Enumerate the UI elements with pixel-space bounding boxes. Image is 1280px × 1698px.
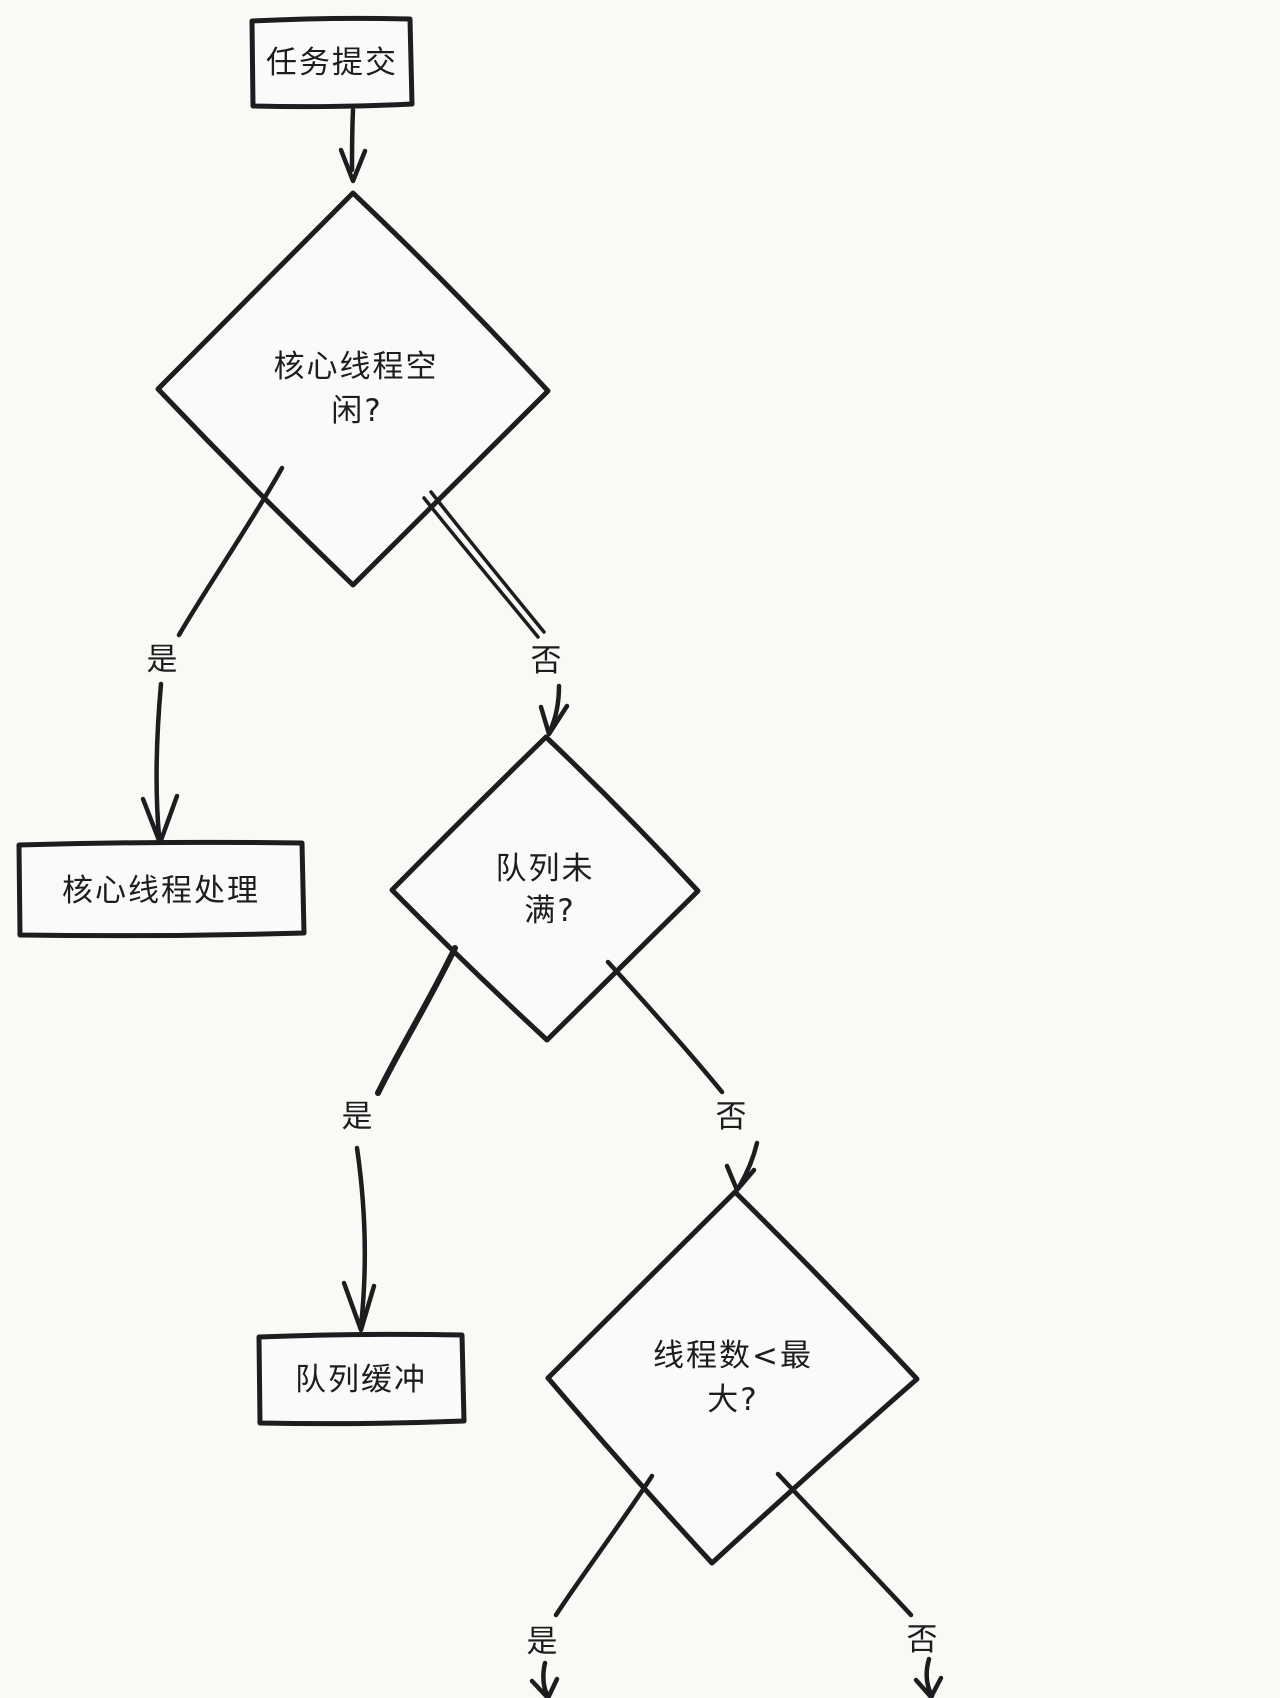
edge-d2-no-label: 否 (716, 1099, 749, 1135)
decision-threads-lt-max-shape (545, 1189, 920, 1566)
decision-queue-not-full-label-line2: 满? (524, 893, 575, 929)
edge-d3-no (775, 1471, 914, 1618)
arrowhead-d2-no (724, 1163, 757, 1193)
edge-d2-yes (375, 945, 458, 1096)
queue-buffer-box (256, 1331, 467, 1427)
decision-queue-not-full-label-line1: 队列未 (496, 851, 595, 887)
core-handle-label: 核心线程处理 (62, 873, 260, 909)
decision-core-idle-label-line1: 核心线程空 (274, 349, 439, 385)
edge-d2-yes-label: 是 (342, 1099, 375, 1135)
arrowhead-start-to-d1 (338, 147, 368, 184)
core-handle-box (16, 839, 307, 939)
edge-d3-yes-label: 是 (527, 1624, 560, 1660)
edge-d1-yes (176, 465, 285, 638)
decision-threads-lt-max-label-line2: 大? (707, 1382, 758, 1418)
edge-d1-no (422, 496, 540, 639)
edge-d1-yes-arrow (154, 681, 164, 839)
edge-d1-yes-label: 是 (147, 642, 180, 678)
edge-d3-no-label: 否 (907, 1622, 940, 1658)
edge-d3-yes (553, 1473, 655, 1618)
decision-core-idle-shape (155, 190, 551, 588)
edge-d2-yes-arrow (354, 1145, 368, 1329)
edge-d1-no-label: 否 (531, 643, 564, 679)
arrowhead-d3-no (913, 1675, 944, 1698)
edge-d1-no-second-stroke (429, 490, 546, 634)
decision-threads-lt-max-label-line1: 线程数<最 (653, 1338, 813, 1374)
arrowhead-d2-yes (341, 1280, 377, 1333)
arrowhead-d3-yes (529, 1676, 560, 1698)
edge-start-to-d1 (349, 107, 356, 173)
decision-core-idle-label-line2: 闲? (331, 393, 382, 429)
arrowhead-d1-no (538, 703, 570, 737)
decision-queue-not-full-shape (389, 734, 701, 1043)
queue-buffer-label: 队列缓冲 (295, 1362, 427, 1398)
start-node-box (249, 15, 415, 110)
edge-d2-no (605, 959, 725, 1095)
start-node-label: 任务提交 (266, 45, 398, 81)
